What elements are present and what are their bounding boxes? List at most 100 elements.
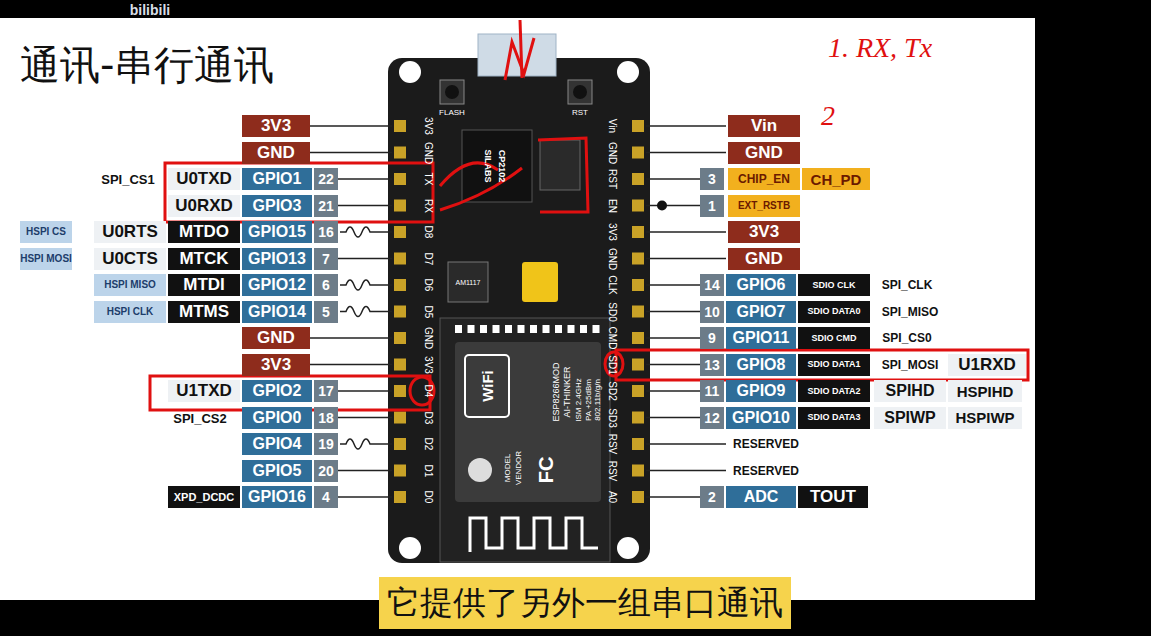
tag-text: GPIO16: [248, 488, 306, 506]
tag-text: 11: [705, 383, 720, 399]
gpio-tag: ADC: [726, 486, 796, 508]
tag-text: GPIO1: [253, 170, 302, 188]
power-tag: 3V3: [728, 221, 800, 243]
gpio-tag: GPIO3: [242, 195, 312, 217]
tag-text: GPIO14: [248, 303, 306, 321]
tag-text: SDIO CLK: [812, 281, 855, 290]
tag-text: U1TXD: [176, 381, 232, 401]
tag-text: 14: [704, 277, 720, 293]
pin-number: 5: [314, 301, 338, 323]
gpio-tag: GPIO5: [242, 460, 312, 482]
uart-tag: HSPIHD: [948, 380, 1022, 402]
silkscreen-label: D5: [423, 305, 434, 318]
tag-text: TOUT: [810, 487, 856, 507]
silkscreen-label: SD0: [607, 302, 618, 321]
hspi-tag: HSPI CLK: [94, 301, 166, 323]
tag-text: 13: [704, 357, 720, 373]
function-tag: TOUT: [798, 486, 868, 508]
tag-text: U1RXD: [958, 355, 1016, 375]
signal-name: SPI_CS1: [101, 172, 154, 187]
uart-tag: U1TXD: [168, 380, 240, 402]
tag-text: 1: [708, 198, 716, 214]
pin-number: 21: [314, 195, 338, 217]
gpio-tag: GPIO2: [242, 380, 312, 402]
function-tag: MTMS: [168, 301, 240, 323]
power-tag: 3V3: [242, 115, 310, 137]
video-subtitle: 它提供了另外一组串口通讯: [379, 577, 791, 629]
tag-text: GND: [745, 249, 783, 269]
tag-text: GPIO12: [248, 276, 306, 294]
gpio-tag: GPIO0: [242, 407, 312, 429]
sdio-tag: SDIO CLK: [798, 274, 870, 296]
tag-text: SDIO DATA3: [807, 413, 860, 422]
signal-name: SPI_CS2: [173, 410, 226, 425]
tag-text: MTDO: [179, 222, 229, 242]
tag-text: XPD_DCDC: [174, 491, 235, 503]
tag-text: ADC: [744, 488, 779, 506]
pin-number: 10: [700, 301, 724, 323]
chip-label: SILABS: [483, 149, 493, 182]
chip-label: AM1117: [455, 279, 480, 286]
tag-text: SDIO DATA2: [807, 387, 860, 396]
silkscreen-label: D4: [423, 385, 434, 398]
pin-number: 7: [314, 248, 338, 270]
silkscreen-label: GND: [607, 141, 618, 163]
signal-name: SPI_MISO: [882, 305, 939, 319]
uart-tag: HSPIWP: [948, 407, 1022, 429]
tag-text: 22: [318, 171, 334, 187]
silkscreen-label: RSV: [607, 434, 618, 455]
pin-number: 2: [700, 486, 724, 508]
tag-text: 6: [322, 277, 330, 293]
pin-number: 20: [314, 460, 338, 482]
hspi-tag: HSPI CS: [20, 221, 72, 243]
tag-text: 19: [318, 436, 334, 452]
sdio-tag: SDIO DATA1: [798, 354, 870, 376]
module-text: ESP8266MOD: [551, 362, 561, 421]
pin-number: 13: [700, 354, 724, 376]
power-tag: GND: [728, 248, 800, 270]
pin-number: 9: [700, 327, 724, 349]
power-tag: Vin: [728, 115, 800, 137]
uart-tag: U1RXD: [948, 354, 1026, 376]
silkscreen-label: Vin: [607, 119, 618, 133]
tag-text: MTDI: [183, 275, 225, 295]
tag-text: GPIO0: [253, 409, 302, 427]
tag-text: 3V3: [261, 116, 291, 136]
pin-number: 6: [314, 274, 338, 296]
tag-text: GPIO9: [737, 382, 786, 400]
tag-text: U0TXD: [176, 169, 232, 189]
module-text: VENDOR: [514, 451, 523, 485]
slide-title: 通讯-串行通讯: [20, 38, 274, 93]
module-text: 802.11b/g/n: [593, 379, 602, 421]
silkscreen-label: SD3: [607, 408, 618, 427]
silkscreen-label: D3: [423, 411, 434, 424]
uart-tag: U0TXD: [168, 168, 240, 190]
signal-name: SPI_CS0: [882, 331, 931, 345]
pin-number: 11: [700, 380, 724, 402]
power-tag: 3V3: [242, 354, 310, 376]
gpio-tag: GPIO11: [726, 327, 796, 349]
tag-text: 21: [318, 198, 334, 214]
tag-text: GPIO4: [253, 435, 302, 453]
silkscreen-label: D0: [423, 491, 434, 504]
sdio-tag: SDIO CMD: [798, 327, 870, 349]
silkscreen-label: GND: [423, 141, 434, 163]
power-tag: GND: [242, 327, 310, 349]
function-tag: XPD_DCDC: [168, 486, 240, 508]
hspi-tag: HSPI MOSI: [20, 248, 72, 270]
handwritten-note: 1. RX, Tx: [828, 32, 932, 64]
tag-text: GND: [257, 143, 295, 163]
uart-tag: SPIHD: [874, 380, 946, 402]
tag-text: HSPI CS: [26, 227, 66, 237]
pin-number: 4: [314, 486, 338, 508]
module-text: AI-THINKER: [562, 366, 572, 417]
uart-tag: U0RXD: [168, 195, 240, 217]
tag-text: SPIHD: [886, 382, 935, 400]
tag-text: U0CTS: [102, 249, 158, 269]
gpio-tag: GPIO7: [726, 301, 796, 323]
function-tag: MTDI: [168, 274, 240, 296]
power-tag: GND: [728, 142, 800, 164]
silkscreen-label: RST: [607, 169, 618, 189]
tag-text: MTMS: [179, 302, 229, 322]
gpio-tag: GPIO9: [726, 380, 796, 402]
